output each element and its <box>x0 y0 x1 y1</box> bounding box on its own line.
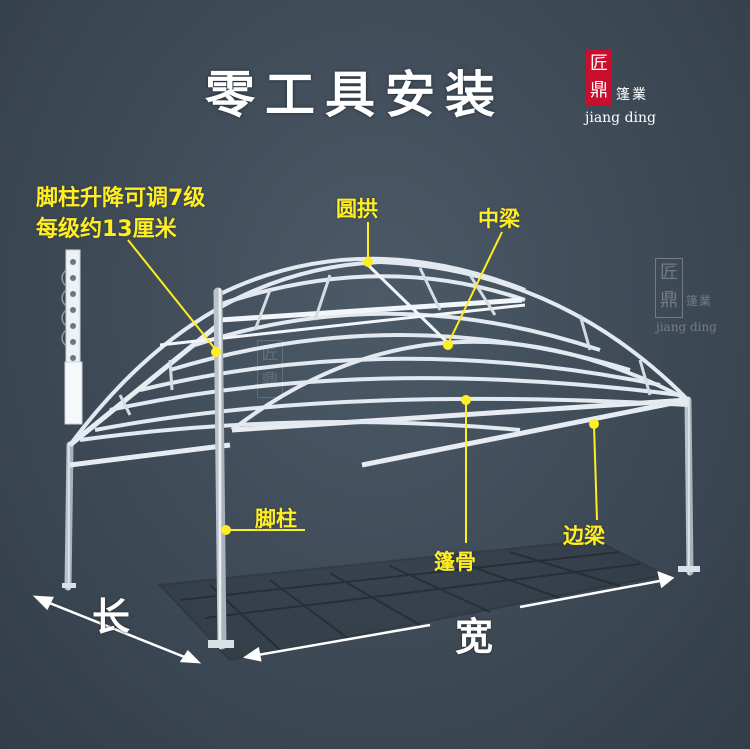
label-leg-adjust-line1: 脚柱升降可调7级 <box>36 180 205 212</box>
label-rib: 篷骨 <box>434 546 476 576</box>
watermark-char: 匠 <box>656 259 682 287</box>
brand-seal: 匠 鼎 <box>586 50 612 106</box>
watermark-name-en: jiang ding <box>656 320 717 334</box>
label-middle-beam: 中梁 <box>478 203 520 233</box>
brand-name: 篷業 <box>616 84 648 104</box>
watermark-name: 篷業 <box>686 292 712 309</box>
watermark-char: 鼎 <box>656 287 682 315</box>
watermark-char: 匠 <box>258 341 282 368</box>
label-leg-adjust-line2: 每级约13厘米 <box>36 211 177 243</box>
watermark-seal: 匠 鼎 <box>655 258 683 318</box>
leg-adjust-inset <box>62 250 82 424</box>
foot-plate <box>678 566 700 572</box>
seal-char: 鼎 <box>586 77 612 104</box>
watermark-char: 鼎 <box>258 368 282 395</box>
page-title: 零工具安装 <box>205 55 505 127</box>
watermark-seal: 匠 鼎 <box>257 340 283 398</box>
label-leg: 脚柱 <box>255 503 297 533</box>
ground-shadow <box>160 540 665 660</box>
foot-plate <box>62 583 76 588</box>
label-width: 宽 <box>455 606 493 661</box>
foot-plate <box>208 640 234 648</box>
brand-name-en: jiang ding <box>585 110 656 126</box>
label-arch: 圆拱 <box>336 193 378 223</box>
label-side-beam: 边梁 <box>563 520 605 550</box>
seal-char: 匠 <box>586 50 612 77</box>
label-length: 长 <box>92 586 130 641</box>
